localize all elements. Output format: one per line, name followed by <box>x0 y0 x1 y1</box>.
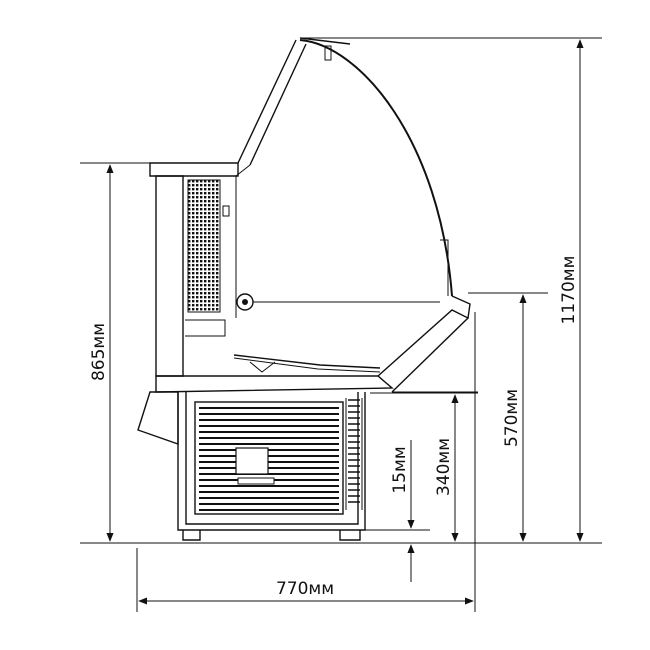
counter-height-label: 865мм <box>89 323 109 381</box>
display-case <box>137 37 478 541</box>
dimension-lines <box>106 39 584 605</box>
condenser-unit <box>194 401 344 515</box>
evaporator-grid <box>187 179 221 313</box>
foot-gap-label: 15мм <box>390 446 410 493</box>
unit-height-label: 340мм <box>434 438 454 496</box>
reference-lines <box>80 37 602 612</box>
coil <box>345 398 363 510</box>
front-height-label: 570мм <box>502 389 522 447</box>
total-height-label: 1170мм <box>559 256 579 325</box>
width-label: 770мм <box>276 579 334 599</box>
